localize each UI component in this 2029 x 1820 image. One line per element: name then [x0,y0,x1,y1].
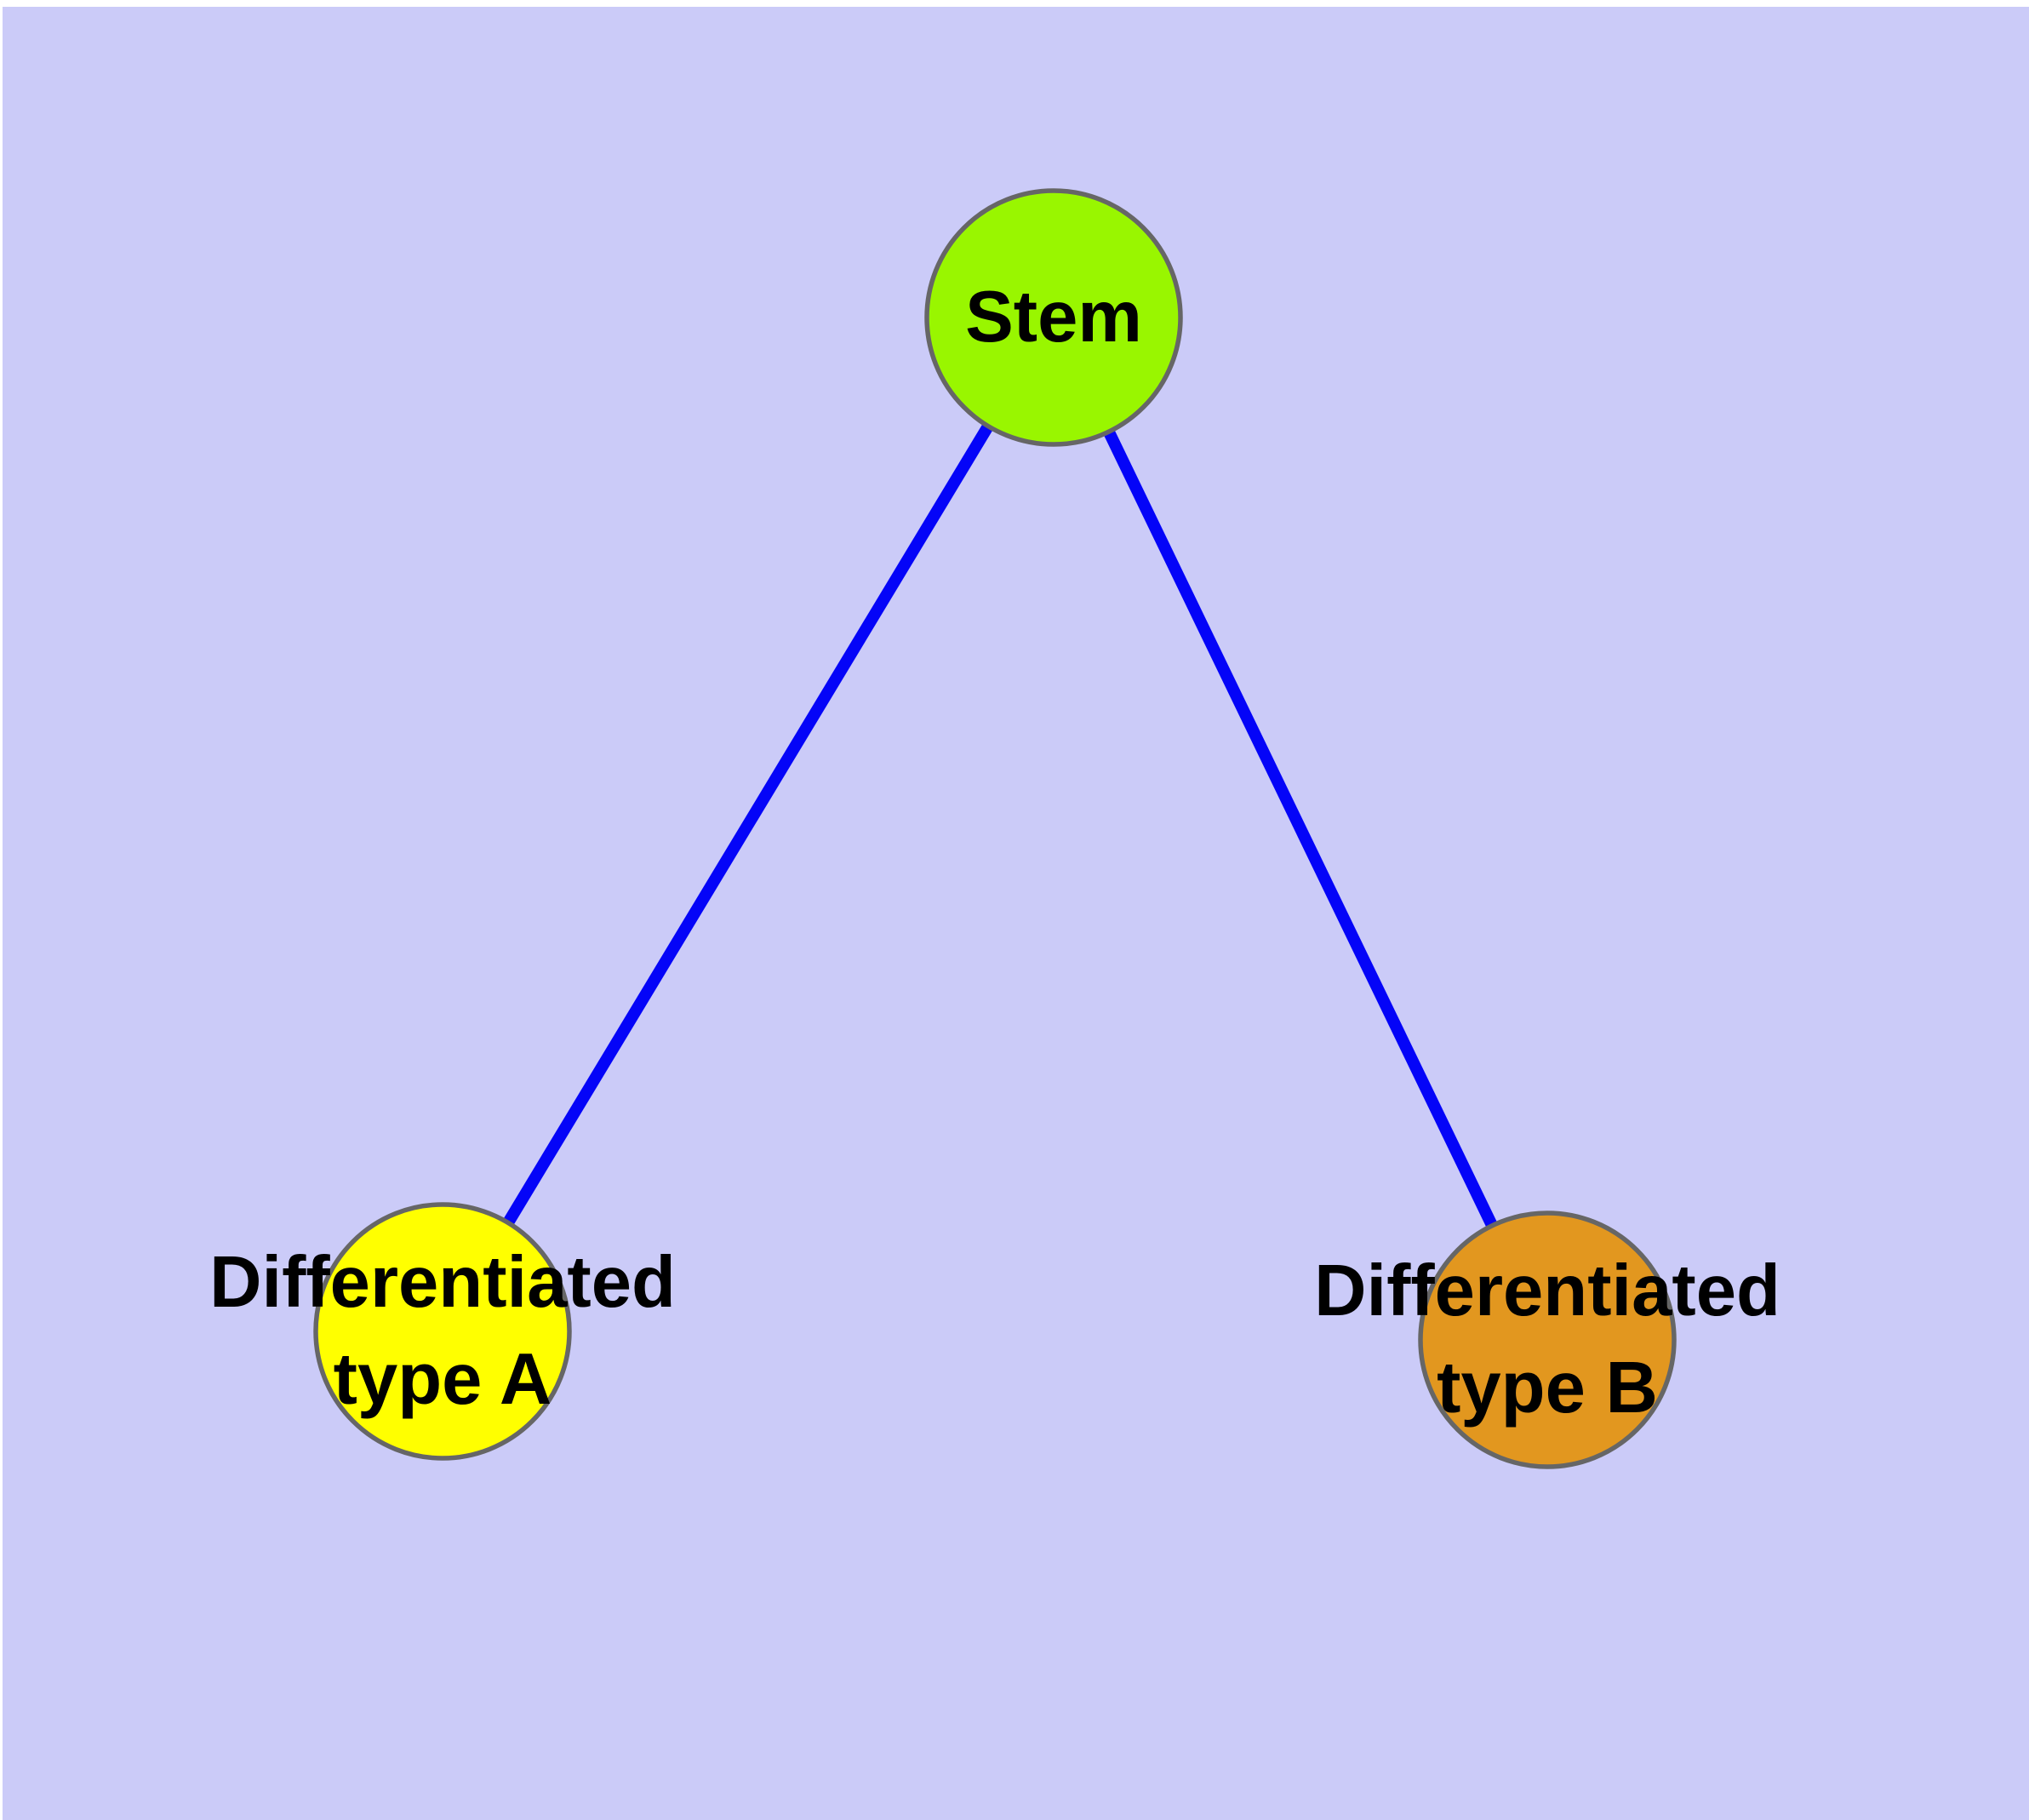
type-b-node-circle [1418,1210,1677,1469]
edge-stem-to-type-b [1048,314,1553,1343]
type-a-node-circle [313,1202,572,1461]
edge-stem-to-type-a [437,314,1059,1335]
stem-node-circle [924,188,1183,447]
